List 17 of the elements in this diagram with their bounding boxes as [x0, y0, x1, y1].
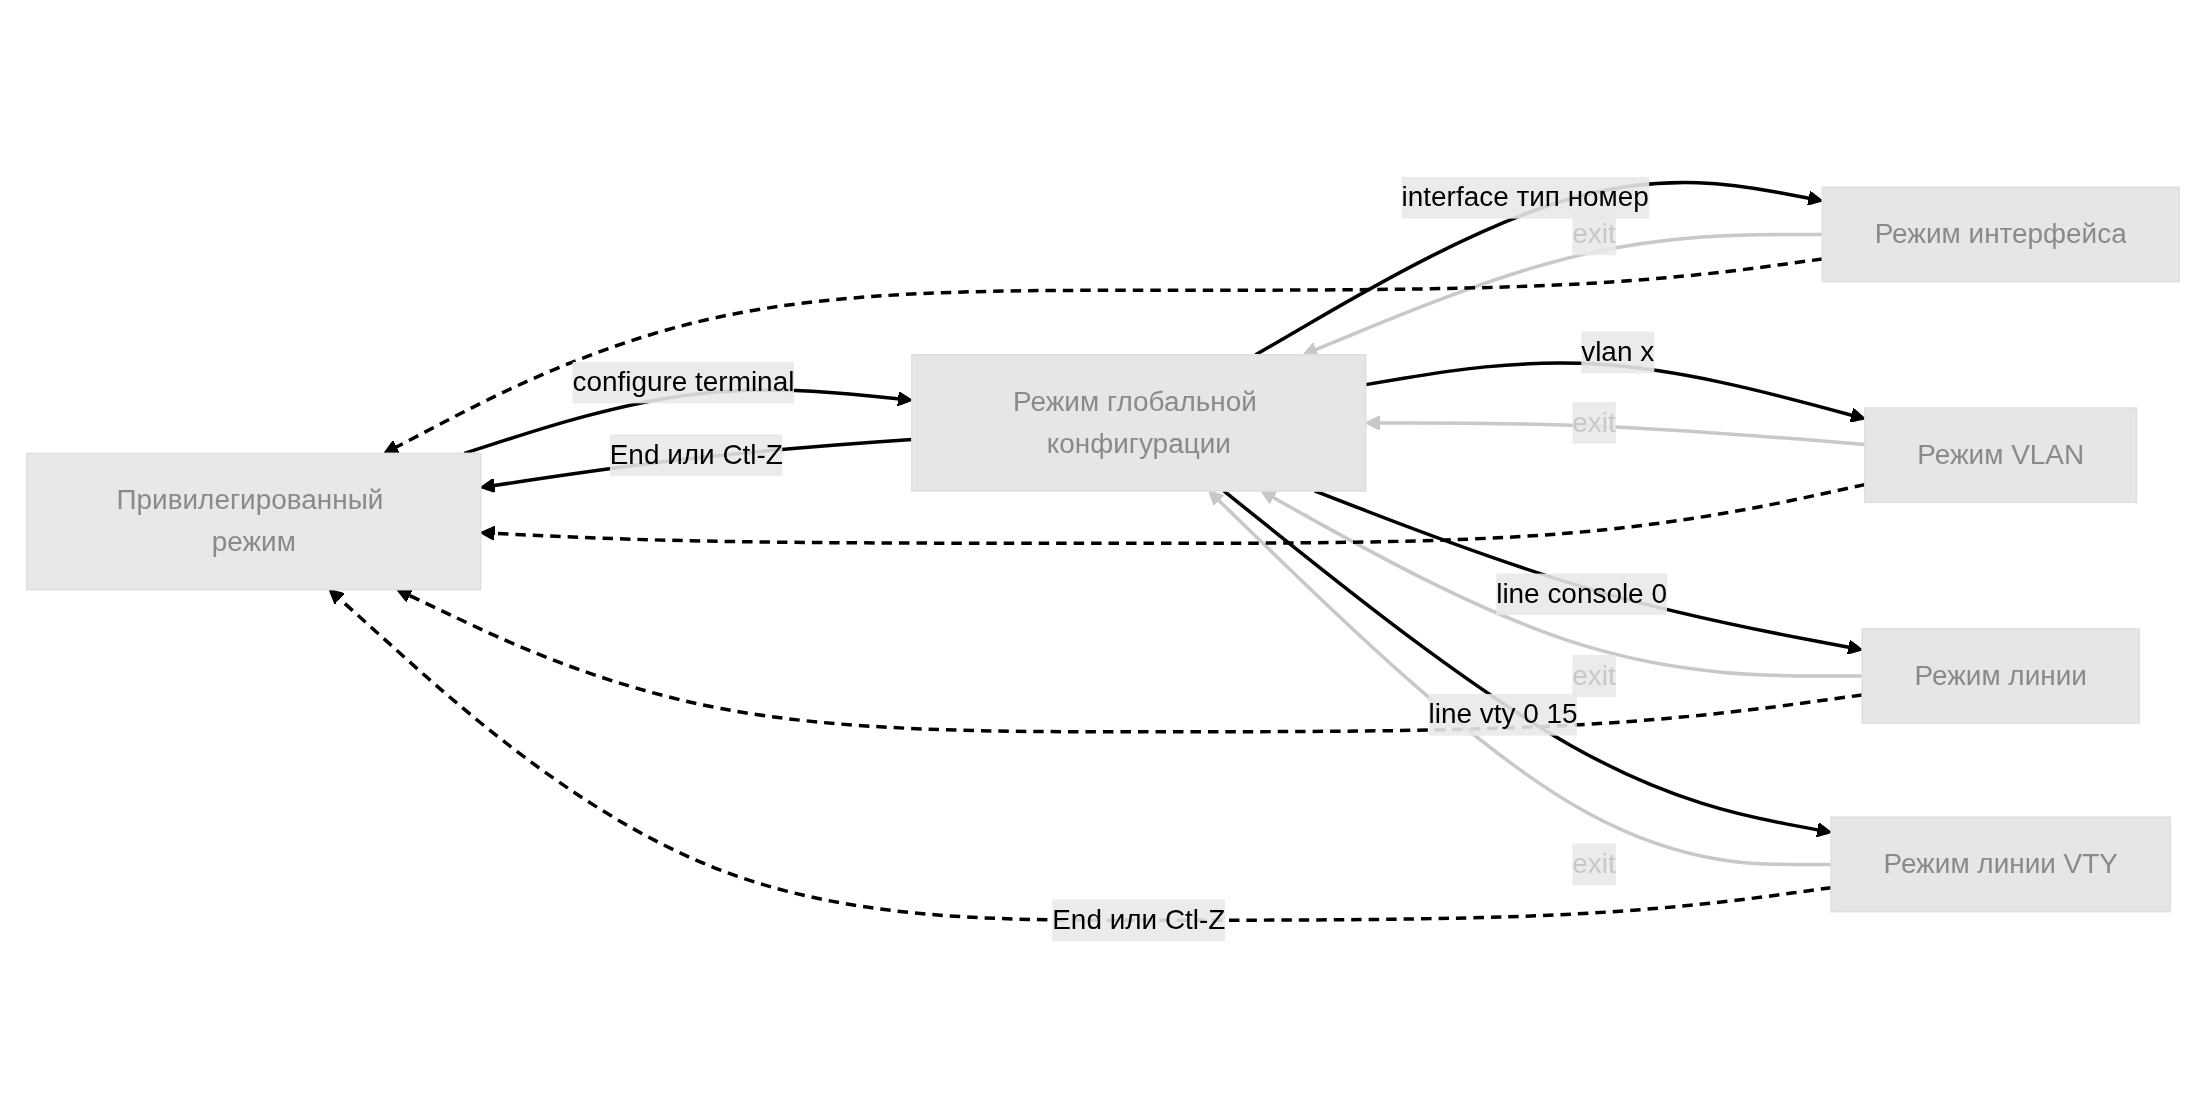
- node-box: Привилегированный режим: [26, 452, 482, 591]
- node-box: Режим интерфейса: [1821, 186, 2180, 283]
- edge-label: line vty 0 15: [1428, 699, 1578, 729]
- edge-label: interface тип номер: [1401, 182, 1649, 212]
- arrow: [1313, 489, 1863, 655]
- edge-label: configure terminal: [572, 366, 795, 397]
- node-box: Режим VLAN: [1864, 407, 2138, 504]
- edge-label: End или Ctl-Z: [1052, 904, 1226, 935]
- node-box: Режим глобальной конфигурации: [911, 353, 1367, 492]
- node-box: Режим линии: [1861, 627, 2141, 724]
- edge-label: vlan x: [1581, 336, 1655, 367]
- arrow: [396, 588, 1863, 734]
- node-box: Режим линии VTY: [1830, 816, 2172, 913]
- edge-label: line console 0: [1496, 578, 1667, 609]
- edge-label: End или Ctl-Z: [609, 439, 783, 470]
- arrow: [328, 588, 1832, 922]
- arrow: [1260, 490, 1863, 678]
